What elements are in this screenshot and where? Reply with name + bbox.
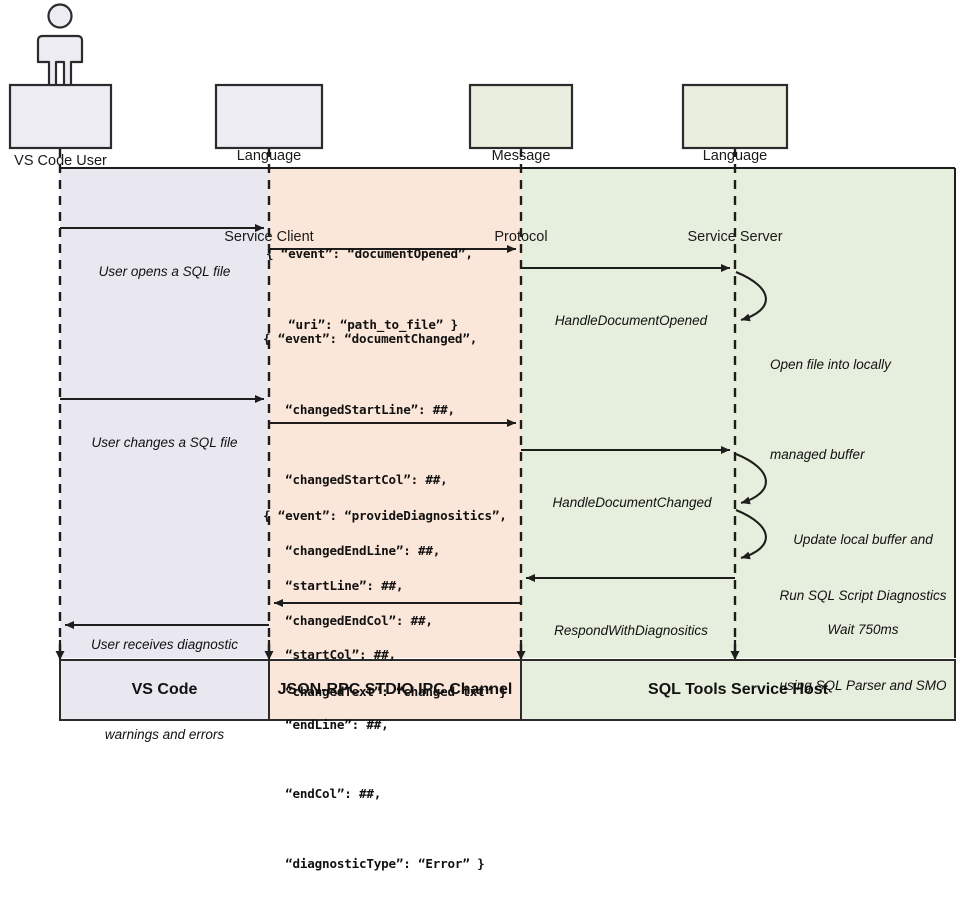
payload-line: “endLine”: ##, bbox=[263, 716, 389, 732]
note-line1: Update local buffer and bbox=[793, 532, 933, 547]
diagram-canvas bbox=[8, 3, 956, 721]
note-open-file: Open file into locally managed buffer bbox=[770, 290, 956, 530]
header-box-language-service-client bbox=[214, 83, 324, 150]
note-run-diagnostics: Run SQL Script Diagnostics using SQL Par… bbox=[766, 521, 960, 761]
message-label-handle-document-changed: HandleDocumentChanged bbox=[527, 428, 737, 578]
payload-document-changed: { “event”: “documentChanged”, “changedSt… bbox=[263, 286, 507, 745]
message-label-user-opens-sql-file: User opens a SQL file bbox=[62, 197, 267, 347]
payload-line: “changedStartCol”: ##, bbox=[263, 472, 448, 487]
payload-line: “changedStartLine”: ##, bbox=[263, 401, 455, 417]
header-label-vs-code-user: VS Code User bbox=[10, 94, 111, 229]
footer-label-ipc-channel: JSON-RPC STDIO IPC Channel bbox=[277, 681, 513, 698]
footer-bands bbox=[59, 659, 956, 721]
message-label-line1: RespondWithDiagnositics bbox=[554, 623, 708, 638]
payload-line: { “event”: “provideDiagnositics”, bbox=[263, 508, 507, 523]
lifelines bbox=[55, 148, 740, 660]
message-label-line1: User changes a SQL file bbox=[91, 435, 238, 450]
payload-line: “changedEndLine”: ##, bbox=[263, 542, 441, 558]
header-label-language-service-server: Language Service Server bbox=[681, 89, 789, 305]
message-arrows bbox=[60, 224, 767, 629]
header-box-language-service-server bbox=[681, 83, 789, 150]
header-label-line2: Service Client bbox=[224, 229, 314, 245]
message-label-line1: HandleDocumentOpened bbox=[554, 313, 708, 328]
lifeline-header-boxes bbox=[8, 83, 789, 150]
note-line1: Open file into locally bbox=[770, 357, 891, 372]
payload-line: “diagnosticType”: “Error” } bbox=[263, 855, 485, 871]
payload-line: “startCol”: ##, bbox=[263, 647, 396, 662]
self-loop-run-diagnostics bbox=[735, 509, 767, 560]
payload-document-opened: { “event”: “documentOpened”, “uri”: “pat… bbox=[266, 200, 473, 378]
header-box-vs-code-user bbox=[8, 83, 113, 150]
payload-line: “changedText”: “changed txt” } bbox=[263, 683, 507, 699]
header-label-line1: VS Code User bbox=[14, 153, 107, 169]
sequence-diagram: VS Code User Language Service Client Mes… bbox=[8, 3, 958, 871]
message-label-line1: User receives diagnostic bbox=[90, 637, 239, 652]
note-line2: managed buffer bbox=[770, 447, 865, 462]
message-label-handle-document-opened: HandleDocumentOpened bbox=[527, 246, 735, 396]
payload-line: “changedEndCol”: ##, bbox=[263, 613, 433, 628]
footer-label-vs-code: VS Code bbox=[131, 681, 198, 698]
header-label-line1: Language bbox=[702, 148, 768, 164]
payload-line: “endCol”: ##, bbox=[263, 786, 382, 801]
payload-line: { “event”: “documentOpened”, bbox=[266, 246, 473, 261]
payload-line: { “event”: “documentChanged”, bbox=[263, 331, 478, 346]
header-box-message-protocol bbox=[468, 83, 574, 150]
message-label-user-changes-sql-file: User changes a SQL file bbox=[62, 368, 267, 518]
note-line1: Run SQL Script Diagnostics bbox=[779, 588, 947, 603]
footer-label-service-host: SQL Tools Service Host bbox=[648, 681, 828, 698]
footer-band-service-host bbox=[520, 659, 956, 721]
message-label-line1: User opens a SQL file bbox=[98, 264, 231, 279]
note-update-buffer: Update local buffer and Wait 750ms bbox=[768, 465, 958, 705]
note-line2: Wait 750ms bbox=[827, 622, 899, 637]
header-label-line2: Protocol bbox=[494, 229, 548, 245]
header-label-line2: Service Server bbox=[687, 229, 783, 245]
payload-line: “startLine”: ##, bbox=[263, 577, 404, 593]
header-label-language-service-client: Language Service Client bbox=[214, 89, 324, 305]
message-label-line1: HandleDocumentChanged bbox=[552, 495, 712, 510]
header-label-message-protocol: Message Protocol bbox=[468, 89, 574, 305]
message-label-respond-with-diagnositics: RespondWithDiagnositics bbox=[527, 556, 735, 706]
note-line2: using SQL Parser and SMO bbox=[779, 678, 947, 693]
self-loop-update-buffer bbox=[735, 453, 767, 505]
payload-line: “uri”: “path_to_file” } bbox=[266, 317, 458, 332]
header-label-line1: Language bbox=[236, 148, 302, 164]
self-loop-open-file bbox=[735, 271, 767, 322]
person-icon bbox=[36, 3, 84, 88]
header-label-line1: Message bbox=[491, 148, 551, 164]
footer-band-ipc bbox=[268, 659, 522, 721]
message-label-line2: warnings and errors bbox=[104, 727, 225, 742]
